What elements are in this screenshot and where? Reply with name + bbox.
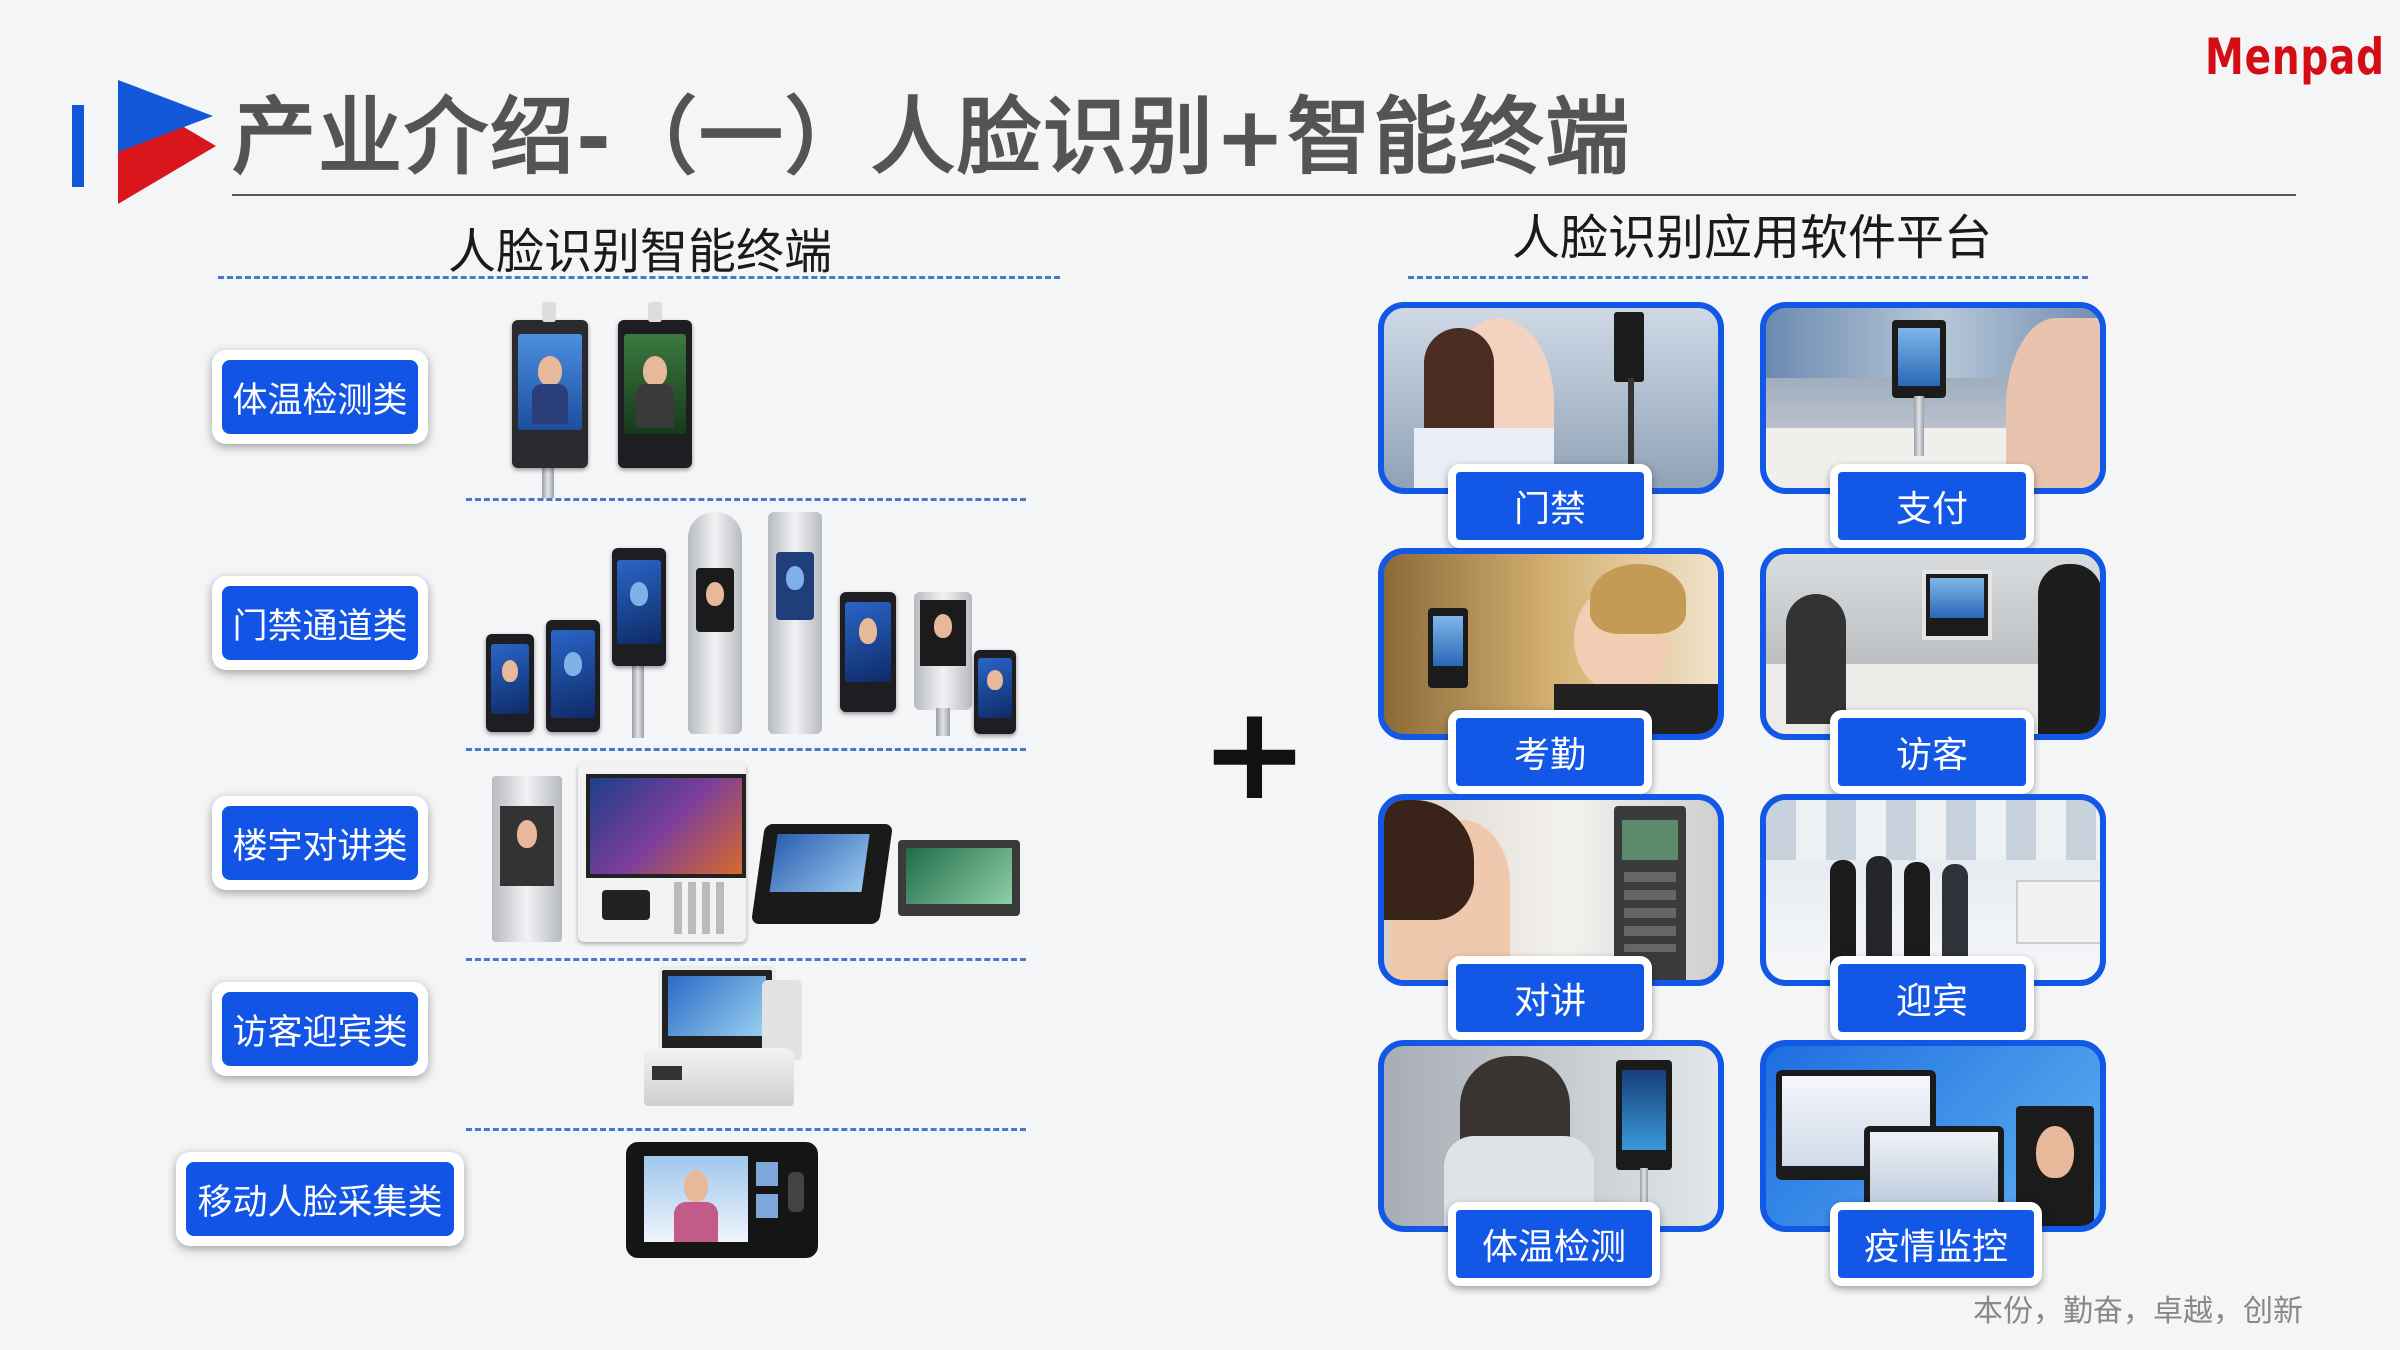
- tile-label: 迎宾: [1838, 964, 2026, 1032]
- tile-label: 考勤: [1456, 718, 1644, 786]
- category-label: 访客迎宾类: [222, 992, 418, 1066]
- tile-label: 体温检测: [1456, 1210, 1652, 1278]
- tile-label: 门禁: [1456, 472, 1644, 540]
- tile-label: 访客: [1838, 718, 2026, 786]
- tile-access-control[interactable]: [1378, 302, 1724, 494]
- visitor-kiosk-image: [630, 964, 810, 1118]
- right-heading-divider: [1408, 276, 2088, 279]
- tile-attendance[interactable]: [1378, 548, 1724, 740]
- plus-sign: +: [1200, 677, 1309, 829]
- footer-slogan: 本份，勤奋，卓越，创新: [1973, 1294, 2303, 1329]
- category-label: 楼宇对讲类: [222, 806, 418, 880]
- row-divider: [466, 748, 1026, 751]
- title-underline: [232, 194, 2296, 196]
- row-divider: [466, 498, 1026, 501]
- category-intercom[interactable]: 楼宇对讲类: [212, 796, 428, 890]
- category-label: 移动人脸采集类: [186, 1162, 454, 1236]
- tile-epidemic-monitoring[interactable]: [1760, 1040, 2106, 1232]
- tile-label-box: 对讲: [1448, 956, 1652, 1040]
- left-heading-divider: [218, 276, 1060, 279]
- category-mobile-face[interactable]: 移动人脸采集类: [176, 1152, 464, 1246]
- tile-label: 支付: [1838, 472, 2026, 540]
- title-accent-bar: [72, 105, 84, 187]
- intercom-devices-image: [490, 758, 1020, 948]
- row-divider: [466, 1128, 1026, 1131]
- temperature-devices-image: [506, 296, 726, 500]
- tile-label: 对讲: [1456, 964, 1644, 1032]
- row-divider: [466, 958, 1026, 961]
- tile-label-box: 考勤: [1448, 710, 1652, 794]
- tile-label-box: 支付: [1830, 464, 2034, 548]
- right-section-heading: 人脸识别应用软件平台: [1512, 210, 1993, 266]
- tile-payment[interactable]: [1760, 302, 2106, 494]
- brand-logo: Menpad: [2205, 28, 2385, 86]
- category-temperature[interactable]: 体温检测类: [212, 350, 428, 444]
- mobile-tablet-image: [624, 1140, 820, 1260]
- tile-label-box: 门禁: [1448, 464, 1652, 548]
- tile-label: 疫情监控: [1838, 1210, 2034, 1278]
- tile-label-box: 迎宾: [1830, 956, 2034, 1040]
- tile-visitor[interactable]: [1760, 548, 2106, 740]
- tile-label-box: 体温检测: [1448, 1202, 1660, 1286]
- category-label: 门禁通道类: [222, 586, 418, 660]
- category-visitor[interactable]: 访客迎宾类: [212, 982, 428, 1076]
- left-section-heading: 人脸识别智能终端: [448, 224, 833, 280]
- access-gate-devices-image: [484, 508, 1024, 740]
- tile-label-box: 访客: [1830, 710, 2034, 794]
- page-title: 产业介绍-（一）人脸识别+智能终端: [232, 88, 1632, 186]
- category-access-gate[interactable]: 门禁通道类: [212, 576, 428, 670]
- title-arrow-blue: [118, 80, 213, 152]
- tile-label-box: 疫情监控: [1830, 1202, 2042, 1286]
- category-label: 体温检测类: [222, 360, 418, 434]
